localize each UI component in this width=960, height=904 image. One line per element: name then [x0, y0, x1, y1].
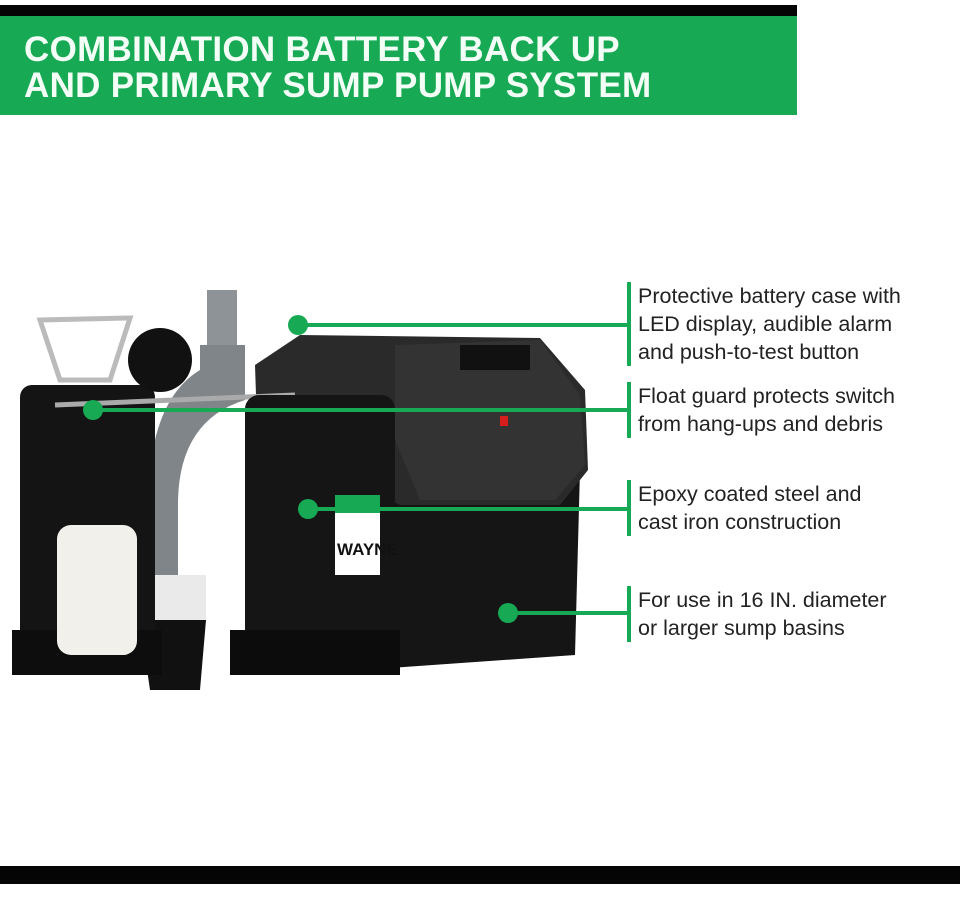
primary-pump: WAYNE [128, 328, 400, 675]
callout-text: from hang-ups and debris [638, 412, 884, 436]
callout-text: and push-to-test button [638, 340, 860, 364]
callout-text: Float guard protects switch [638, 384, 895, 408]
callout-text: or larger sump basins [638, 616, 845, 640]
title-line-1: COMBINATION BATTERY BACK UP [24, 30, 620, 69]
leader-lines [83, 315, 627, 623]
callout-text: For use in 16 IN. diameter [638, 588, 887, 612]
title-line-2: AND PRIMARY SUMP PUMP SYSTEM [24, 66, 652, 105]
callout-construction: Epoxy coated steel and cast iron constru… [627, 480, 862, 536]
callout-basin-size: For use in 16 IN. diameter or larger sum… [627, 586, 887, 642]
callout-text: cast iron construction [638, 510, 842, 534]
callout-float-guard: Float guard protects switch from hang-up… [627, 382, 895, 438]
top-black-bar [0, 5, 797, 16]
callout-dot [288, 315, 308, 335]
callout-dot [83, 400, 103, 420]
callout-dot [298, 499, 318, 519]
test-button [500, 416, 508, 426]
header-banner: COMBINATION BATTERY BACK UP AND PRIMARY … [0, 16, 797, 115]
callout-dot [498, 603, 518, 623]
bottom-black-bar [0, 866, 960, 884]
page-title: COMBINATION BATTERY BACK UP AND PRIMARY … [24, 32, 651, 104]
callout-text: Protective battery case with [638, 284, 901, 308]
callout-battery-case: Protective battery case with LED display… [627, 282, 901, 366]
callout-text: Epoxy coated steel and [638, 482, 862, 506]
battery-case [255, 335, 588, 668]
led-display [460, 345, 530, 370]
brand-logo: WAYNE [337, 540, 398, 559]
backup-pump [12, 315, 296, 675]
float-switch [57, 525, 137, 655]
callout-text: LED display, audible alarm [638, 312, 893, 336]
